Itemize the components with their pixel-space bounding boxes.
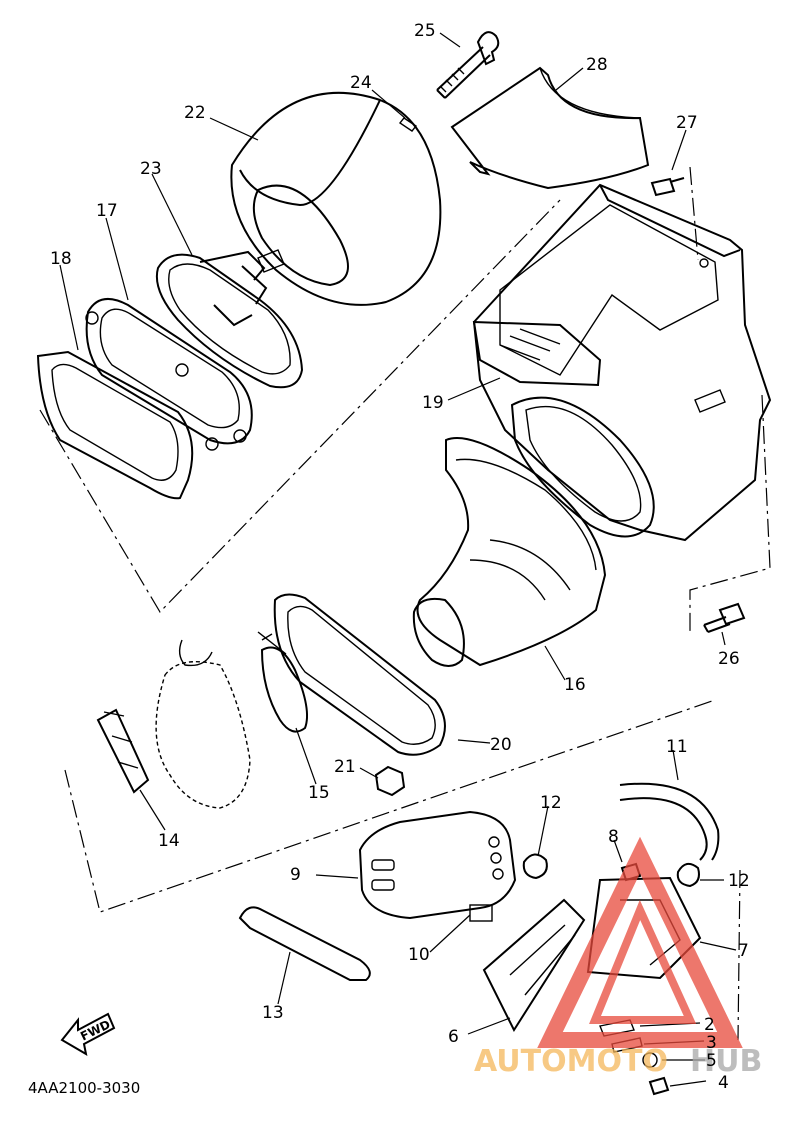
watermark-text-right: HUB <box>690 1044 762 1079</box>
part-label-7: 7 <box>738 941 749 961</box>
gasket-18 <box>36 350 194 500</box>
part-label-23: 23 <box>140 159 162 179</box>
part-label-20: 20 <box>490 735 512 755</box>
part-label-12-left: 12 <box>540 793 562 813</box>
label-10 <box>469 904 493 922</box>
part-label-24: 24 <box>350 73 372 93</box>
part-label-25: 25 <box>414 21 436 41</box>
bolt-25 <box>436 31 500 99</box>
carburetor-part-14 <box>96 708 150 794</box>
bracket-6 <box>482 898 586 1033</box>
part-label-3: 3 <box>706 1033 717 1053</box>
part-label-26: 26 <box>718 649 740 669</box>
boundary-line-a <box>39 199 561 613</box>
element-guide-23 <box>156 249 304 389</box>
washer-5 <box>642 1052 658 1068</box>
air-filter-element-22 <box>230 91 442 306</box>
part-label-22: 22 <box>184 103 206 123</box>
watermark-text-left: AUTOMOTO <box>474 1044 668 1079</box>
part-label-21: 21 <box>334 757 356 777</box>
part-label-9: 9 <box>290 865 301 885</box>
automotohub-watermark: AUTOMOTO HUB <box>474 836 762 1079</box>
part-label-8: 8 <box>608 827 619 847</box>
boundary-line-c <box>689 394 771 635</box>
part-label-10: 10 <box>408 945 430 965</box>
bolt-4 <box>648 1076 670 1096</box>
part-label-17: 17 <box>96 201 118 221</box>
watermark-inner-triangle <box>589 899 697 1024</box>
fwd-arrow-icon: FWD <box>60 1012 116 1056</box>
part-labels: 25 28 27 24 22 23 17 18 19 26 16 20 21 1… <box>50 21 750 1093</box>
air-box-cover-28 <box>450 66 650 190</box>
hose-clamp-15 <box>257 631 308 733</box>
part-label-4: 4 <box>718 1073 729 1093</box>
band-13 <box>238 906 371 981</box>
part-label-19: 19 <box>422 393 444 413</box>
part-label-14: 14 <box>158 831 180 851</box>
part-label-18: 18 <box>50 249 72 269</box>
part-label-27: 27 <box>676 113 698 133</box>
clamp-12-left <box>522 853 548 880</box>
part-label-13: 13 <box>262 1003 284 1023</box>
part-label-2: 2 <box>704 1015 715 1035</box>
box-9 <box>358 810 517 920</box>
element-holder-17 <box>85 297 253 451</box>
watermark-triangle <box>537 836 743 1048</box>
nut-21 <box>374 765 406 797</box>
bolt-27 <box>650 177 685 197</box>
part-label-28: 28 <box>586 55 608 75</box>
part-label-11: 11 <box>666 737 688 757</box>
boundary-line-d <box>689 166 699 261</box>
breather-hose-11 <box>619 782 720 861</box>
part-label-5: 5 <box>706 1051 717 1071</box>
part-label-6: 6 <box>448 1027 459 1047</box>
boundary-line-e <box>737 869 741 1041</box>
diagram-code: 4AA2100-3030 <box>28 1079 140 1097</box>
part-label-12-right: 12 <box>728 871 750 891</box>
clamp-12-right <box>676 862 700 888</box>
part-label-16: 16 <box>564 675 586 695</box>
air-box-19 <box>472 183 772 542</box>
bolt-26 <box>703 602 746 633</box>
carburetor-outline <box>155 639 251 809</box>
joint-plate-20 <box>273 593 446 756</box>
boundary-line-b <box>64 699 716 913</box>
part-label-15: 15 <box>308 783 330 803</box>
air-filter-joint-16 <box>412 437 607 667</box>
